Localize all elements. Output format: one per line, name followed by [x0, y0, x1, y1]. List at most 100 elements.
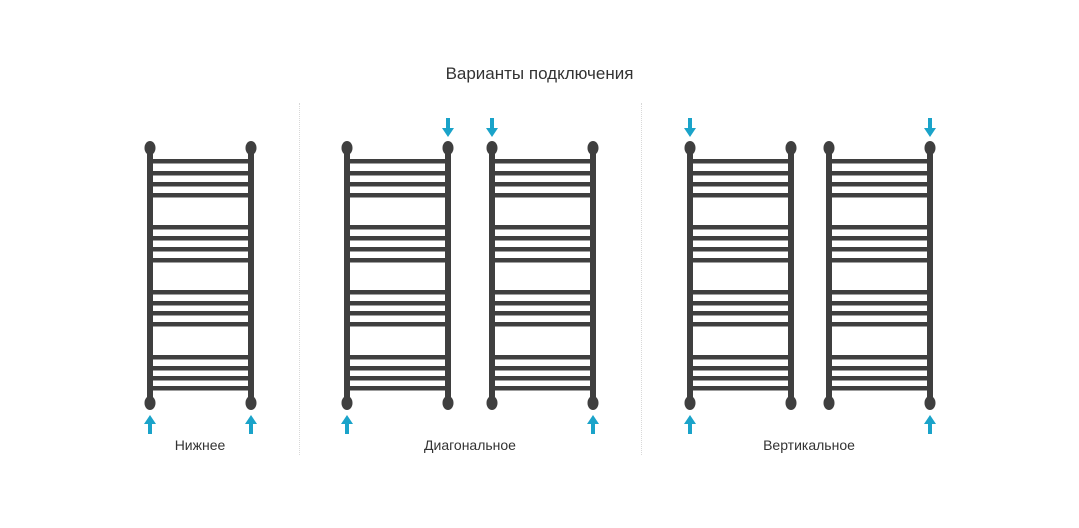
arrow-down-icon: [924, 118, 936, 137]
rung: [347, 376, 448, 381]
rung: [492, 225, 593, 230]
group-divider: [641, 103, 642, 455]
rail-pole: [344, 148, 350, 403]
arrow-down-icon: [486, 118, 498, 137]
rung: [492, 247, 593, 252]
rung: [347, 171, 448, 176]
rung: [690, 376, 791, 381]
rung: [690, 311, 791, 316]
rung: [690, 386, 791, 391]
rung: [829, 386, 930, 391]
rung: [829, 247, 930, 252]
rung: [829, 322, 930, 327]
page-title: Варианты подключения: [445, 64, 634, 83]
rung: [492, 171, 593, 176]
rail-cap: [144, 396, 156, 410]
rung: [492, 193, 593, 198]
rung: [347, 290, 448, 295]
rung: [690, 171, 791, 176]
rung: [690, 193, 791, 198]
rung: [829, 193, 930, 198]
rail-cap: [684, 141, 696, 155]
rung: [690, 301, 791, 306]
rail-cap: [823, 141, 835, 155]
rung: [690, 225, 791, 230]
rung: [347, 225, 448, 230]
rung: [150, 182, 251, 187]
rung: [492, 322, 593, 327]
arrow-up-icon: [587, 415, 599, 434]
rail-cap: [785, 396, 797, 410]
rung: [492, 301, 593, 306]
rung: [150, 236, 251, 241]
rung: [492, 366, 593, 371]
rung: [347, 182, 448, 187]
rail-cap: [442, 141, 454, 155]
arrow-up-icon: [684, 415, 696, 434]
rung: [690, 159, 791, 164]
rung: [347, 258, 448, 263]
rung: [347, 366, 448, 371]
rung: [347, 247, 448, 252]
rung: [829, 376, 930, 381]
label-bottom-connection: Нижнее: [174, 437, 226, 453]
rung: [829, 301, 930, 306]
rung: [492, 236, 593, 241]
rung: [492, 159, 593, 164]
rail-pole: [788, 148, 794, 403]
rung: [347, 386, 448, 391]
rung: [690, 355, 791, 360]
rung: [150, 290, 251, 295]
rung: [690, 290, 791, 295]
rung: [492, 311, 593, 316]
rail-cap: [144, 141, 156, 155]
rail-pole: [590, 148, 596, 403]
rung: [347, 193, 448, 198]
rung: [690, 366, 791, 371]
arrow-up-icon: [924, 415, 936, 434]
rail-pole: [489, 148, 495, 403]
rail-pole: [927, 148, 933, 403]
rail-cap: [245, 396, 257, 410]
rail-cap: [245, 141, 257, 155]
rung: [492, 258, 593, 263]
rung: [690, 236, 791, 241]
rung: [150, 366, 251, 371]
rung: [492, 376, 593, 381]
rung: [829, 171, 930, 176]
rung: [492, 182, 593, 187]
rail-pole: [248, 148, 254, 403]
rail-cap: [924, 141, 936, 155]
rung: [347, 322, 448, 327]
rail-pole: [445, 148, 451, 403]
rail-cap: [785, 141, 797, 155]
rail-cap: [486, 396, 498, 410]
rung: [690, 258, 791, 263]
arrow-up-icon: [341, 415, 353, 434]
arrow-down-icon: [684, 118, 696, 137]
rail-cap: [684, 396, 696, 410]
rail-cap: [587, 141, 599, 155]
rung: [492, 386, 593, 391]
rung: [829, 225, 930, 230]
arrow-down-icon: [442, 118, 454, 137]
rung: [150, 258, 251, 263]
rung: [347, 159, 448, 164]
label-diagonal-connection: Диагональное: [424, 437, 516, 453]
rung: [150, 225, 251, 230]
rung: [492, 355, 593, 360]
rail-cap: [587, 396, 599, 410]
rung: [150, 159, 251, 164]
rail-pole: [147, 148, 153, 403]
rung: [150, 376, 251, 381]
rung: [829, 355, 930, 360]
label-vertical-connection: Вертикальное: [763, 437, 855, 453]
rung: [690, 247, 791, 252]
rail-pole: [826, 148, 832, 403]
rail-cap: [442, 396, 454, 410]
rung: [150, 311, 251, 316]
rung: [829, 159, 930, 164]
rung: [829, 182, 930, 187]
rail-cap: [486, 141, 498, 155]
